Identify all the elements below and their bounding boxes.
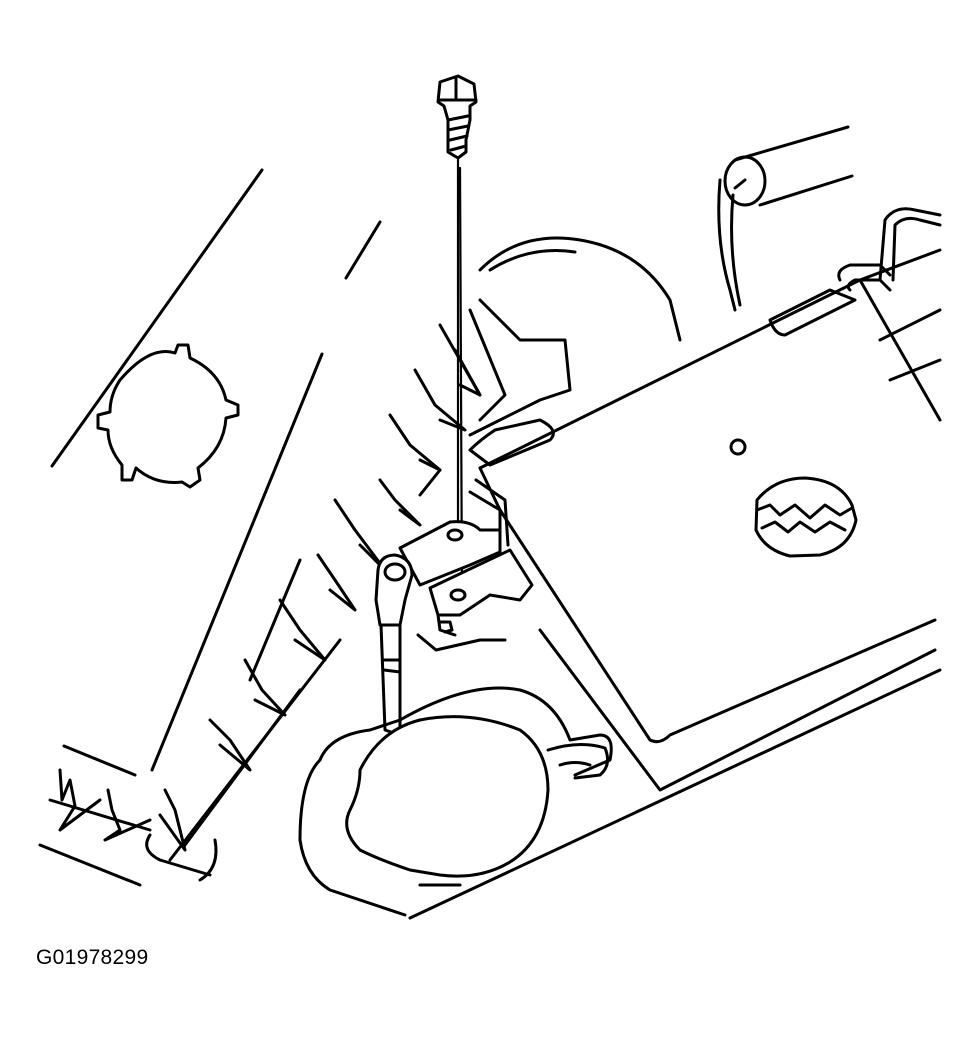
filler-cap (754, 476, 858, 558)
main-housing (408, 248, 942, 920)
battery-cable (374, 553, 414, 737)
right-bracket (837, 207, 942, 292)
bracket-arm (453, 236, 682, 437)
serrated-edge (58, 323, 482, 852)
small-hole (729, 438, 747, 456)
figure-code: G01978299 (36, 946, 149, 969)
left-cover-panel (38, 168, 382, 887)
hinge-cylinder (717, 125, 854, 312)
bolt (436, 74, 478, 160)
lower-housing (298, 686, 613, 917)
cover-port (96, 343, 240, 489)
ground-bracket (398, 478, 534, 652)
